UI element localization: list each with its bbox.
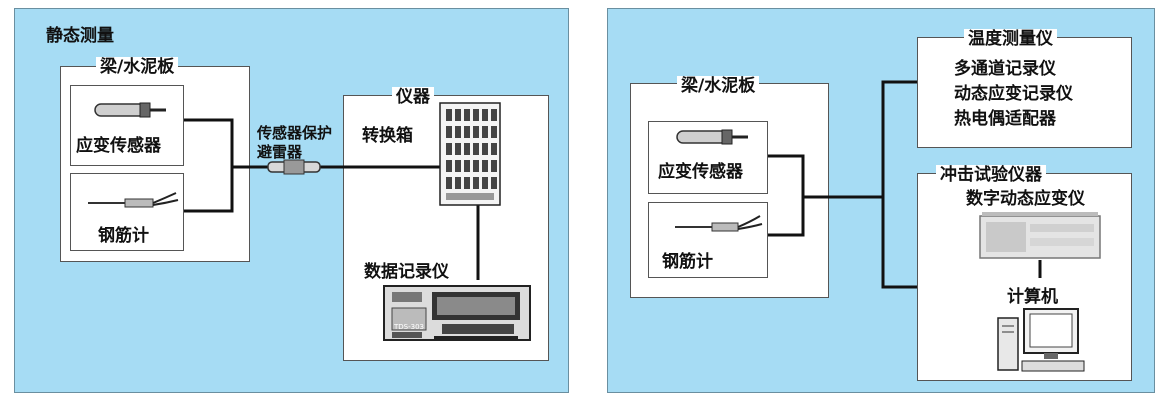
left-rebar-meter-icon (88, 192, 179, 208)
surge-protector-icon (267, 159, 321, 175)
right-wires (768, 80, 1042, 289)
left-strain-sensor-icon (94, 102, 166, 118)
left-beam-label: 梁/水泥板 (96, 57, 179, 77)
right-strain-sensor-icon (676, 129, 748, 145)
switch-box-icon (439, 102, 501, 206)
left-strain-sensor-label: 应变传感器 (76, 136, 161, 156)
dynamic-strain-meter-icon (979, 212, 1101, 259)
protector-label-line2: 避雷器 (257, 143, 303, 161)
temp-item-1: 多通道记录仪 (954, 59, 1056, 79)
data-logger-icon (383, 285, 531, 341)
temperature-instrument-box (917, 37, 1132, 148)
left-wires (184, 118, 480, 280)
left-rebar-meter-box (70, 173, 184, 251)
protector-label-line1: 传感器保护 (257, 124, 333, 142)
right-rebar-meter-label: 钢筋计 (662, 252, 713, 272)
temp-item-2: 动态应变记录仪 (954, 84, 1073, 104)
temperature-instrument-title: 温度测量仪 (964, 29, 1057, 49)
right-rebar-meter-box (648, 202, 768, 278)
left-rebar-meter-label: 钢筋计 (98, 226, 149, 246)
right-beam-label: 梁/水泥板 (677, 76, 760, 96)
impact-instrument-subtitle: 数字动态应变仪 (966, 189, 1085, 209)
static-measurement-title: 静态测量 (46, 26, 114, 46)
instrument-label: 仪器 (392, 87, 434, 107)
data-logger-label: 数据记录仪 (364, 262, 449, 282)
computer-label: 计算机 (1007, 287, 1058, 307)
temp-item-3: 热电偶适配器 (954, 109, 1056, 129)
right-strain-sensor-box (648, 121, 768, 194)
impact-instrument-title: 冲击试验仪器 (936, 165, 1046, 185)
right-strain-sensor-label: 应变传感器 (658, 162, 743, 182)
right-rebar-meter-icon (675, 215, 763, 232)
left-strain-sensor-box (70, 85, 184, 166)
switch-box-label: 转换箱 (362, 126, 413, 146)
logger-model-text: TDS-303 (393, 323, 424, 331)
computer-icon (997, 308, 1085, 372)
